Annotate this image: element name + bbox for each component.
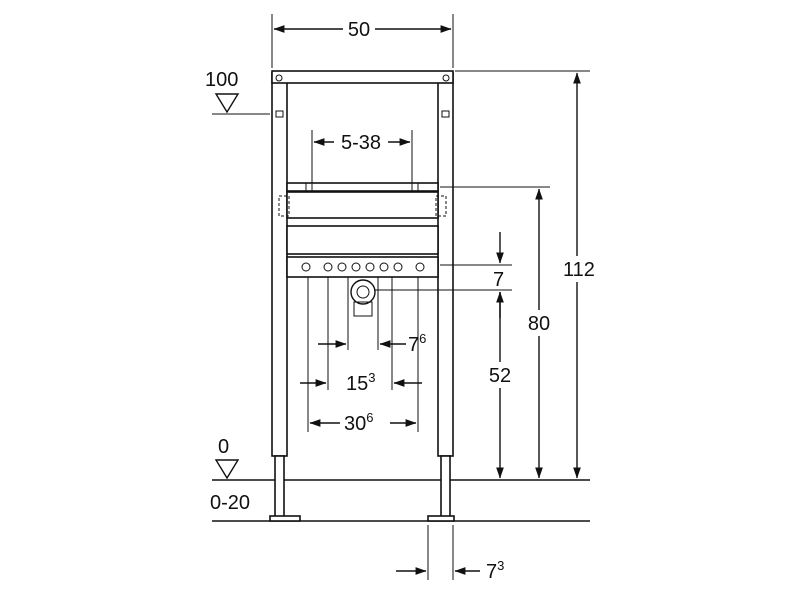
level-triangle-icon: [214, 93, 240, 114]
drain-pipe-icon: [350, 279, 376, 317]
pitch-label: 7: [493, 269, 504, 291]
level-zero-label: 0: [218, 436, 229, 458]
dimension-support-height: 80: [440, 186, 556, 479]
total-height-label: 112: [563, 259, 595, 281]
floor-range-label: 0-20: [210, 492, 250, 514]
level-triangle-icon: [214, 459, 240, 480]
dimension-total-height: 112: [455, 70, 601, 479]
dimension-outer-spacing: 306: [309, 409, 417, 435]
dimension-top-width: 50: [271, 14, 454, 68]
mid-spacing-label: 153: [346, 370, 375, 395]
dimension-leaders: [307, 277, 419, 432]
outer-spacing-label: 306: [344, 410, 373, 435]
dimension-inner-offset: 76: [318, 331, 426, 356]
dimension-drain-height: 52: [483, 292, 517, 479]
level-top-label: 100: [205, 69, 238, 91]
support-height-label: 80: [528, 313, 550, 335]
drain-height-label: 52: [489, 365, 511, 387]
rail-holes: [301, 262, 425, 272]
level-marker-top: 100: [205, 69, 240, 114]
dimension-foot-offset: 73: [396, 525, 504, 583]
foot-offset-label: 73: [486, 558, 504, 583]
dimension-mid-spacing: 153: [300, 370, 422, 395]
inner-offset-label: 76: [408, 331, 426, 356]
dimension-adjust-range: 5-38: [311, 130, 413, 183]
level-marker-zero: 0 0-20: [210, 436, 250, 514]
top-width-label: 50: [348, 19, 370, 41]
adjust-range-label: 5-38: [341, 132, 381, 154]
installation-frame: [269, 70, 455, 522]
